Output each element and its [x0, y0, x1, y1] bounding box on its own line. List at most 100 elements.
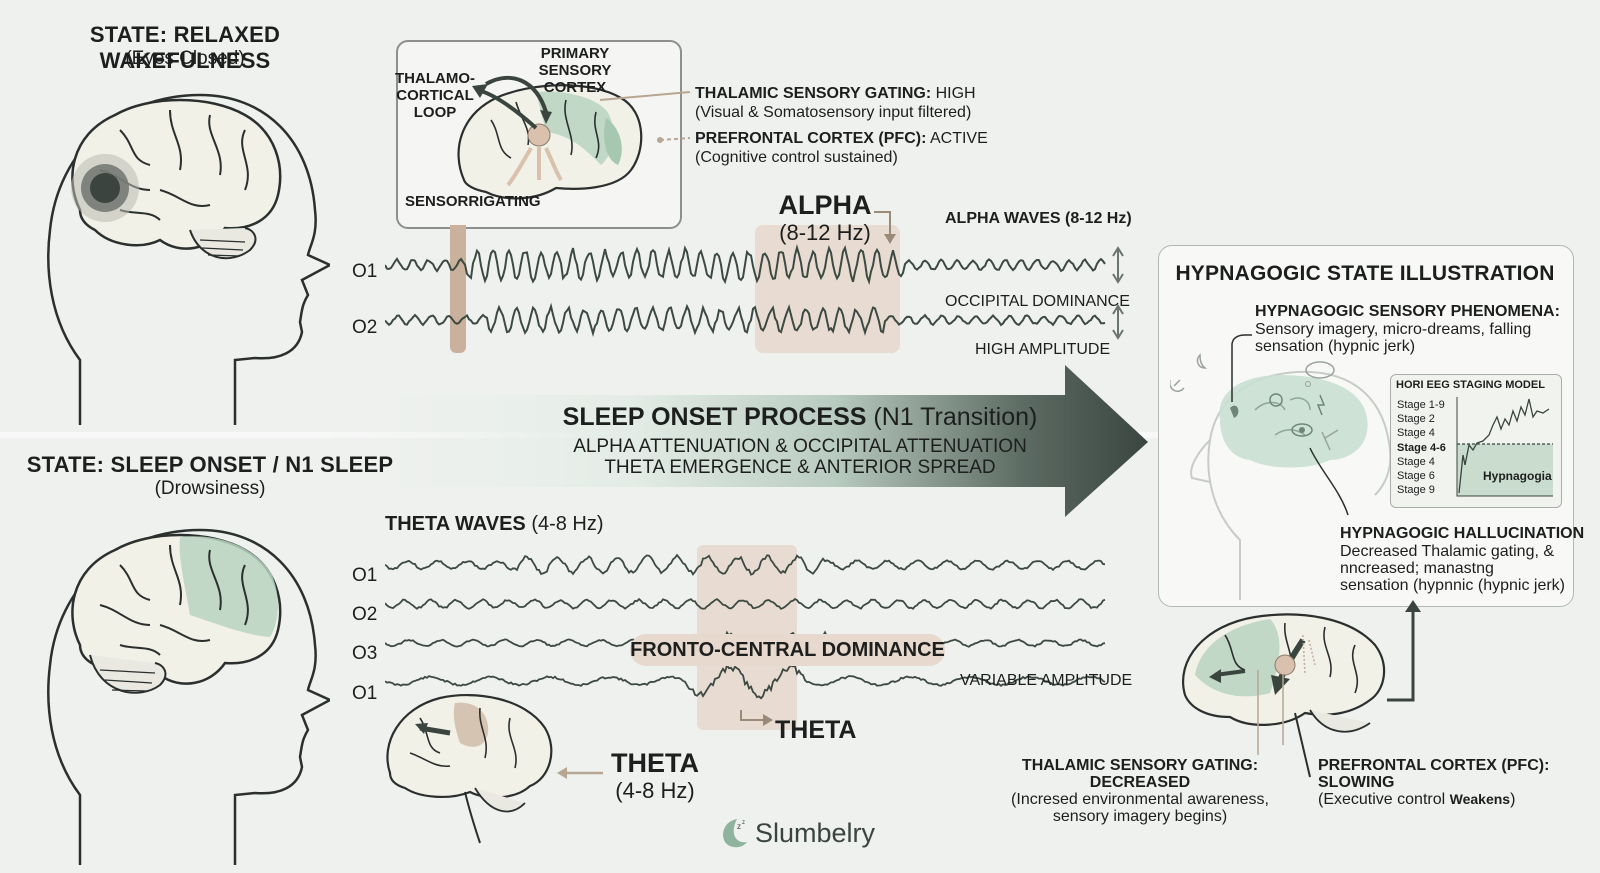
theta-waves-label: THETA WAVES [385, 513, 526, 535]
sensorrigating-label: SENSORRIGATING [405, 193, 541, 210]
hallucination-line1: Decreased Thalamic gating, & [1340, 543, 1555, 560]
alpha-wave-o2 [385, 302, 1106, 337]
brain-bottom-right [1182, 613, 1386, 778]
gating-decreased-label: THALAMIC SENSORY GATING: [1021, 757, 1259, 774]
hallucination-line3: sensation (hypnnic (hypnic jerk) [1340, 577, 1565, 594]
fronto-central-label: FRONTO-CENTRAL DOMINANCE [630, 639, 945, 661]
alpha-pointer-arrow [874, 211, 896, 244]
hori-stage-6: Stage 6 [1397, 470, 1435, 483]
hori-stage-5: Stage 4 [1397, 455, 1435, 468]
theta-title: THETA [611, 748, 699, 778]
theta-wave-4 [385, 663, 1106, 700]
gating-decreased-note1: (Incresed environmental awareness, [1011, 791, 1269, 808]
bottom-state-title: STATE: SLEEP ONSET / N1 SLEEP [26, 452, 394, 477]
theta-channel-1: O1 [352, 565, 378, 586]
brain-bottom-left [71, 533, 282, 694]
inset-brain-diagram [457, 75, 643, 200]
pfc-slowing-value: SLOWING [1318, 774, 1395, 791]
thalamo-line2: CORTICAL [396, 87, 474, 104]
theta-wave-2 [385, 597, 1106, 610]
hori-hypnagogia-label: Hypnagogia [1483, 469, 1552, 483]
theta-range: (4-8 Hz) [615, 778, 695, 803]
occipital-dominance-label: OCCIPITAL DOMINANCE [945, 293, 1130, 310]
alpha-waves-label: ALPHA WAVES (8-12 Hz) [945, 210, 1132, 227]
brain-bottom-small [386, 693, 553, 844]
theta-left-arrow [557, 767, 603, 779]
hallucination-title: HYPNAGOGIC HALLUCINATION [1340, 525, 1585, 542]
pfc-active-label: PREFRONTAL CORTEX (PFC): [695, 130, 927, 147]
pfc-slowing-block: PREFRONTAL CORTEX (PFC): SLOWING (Execut… [1318, 757, 1549, 808]
pfc-active-line: PREFRONTAL CORTEX (PFC): ACTIVE [695, 130, 988, 148]
bottom-state-subtitle: (Drowsiness) [154, 478, 266, 499]
alpha-range: (8-12 Hz) [779, 220, 871, 245]
moon-icon: z z [723, 819, 747, 848]
alpha-channel-o1: O1 [352, 261, 378, 282]
head-silhouette-bottom [47, 528, 330, 865]
pfc-slowing-label: PREFRONTAL CORTEX (PFC): [1318, 757, 1550, 774]
hori-staging-graph [1456, 397, 1553, 497]
phenomena-text: Sensory imagery, micro-dreams, falling s… [1255, 321, 1531, 355]
theta-channel-2: O2 [352, 604, 378, 625]
transition-line1: ALPHA ATTENUATION & OCCIPITAL ATTENUATIO… [573, 436, 1027, 457]
theta-waves-label-line: THETA WAVES (4-8 Hz) [385, 513, 604, 536]
thalamo-line1: THALAMO- [395, 70, 475, 87]
hallucination-line2: nncreased; manastng [1340, 560, 1494, 577]
hori-stage-4: Stage 4-6 [1397, 441, 1446, 454]
pfc-active-value: ACTIVE [929, 130, 988, 147]
phenomena-title: HYPNAGOGIC SENSORY PHENOMENA: [1255, 303, 1560, 320]
gating-decreased-value: DECREASED [1089, 774, 1191, 791]
alpha-wave-o1 [385, 244, 1106, 285]
top-state-subtitle: (Eyes Closed) [125, 48, 245, 69]
pfc-active-note: (Cognitive control sustained) [695, 149, 898, 166]
brand: z z Slumbelry [715, 815, 875, 851]
hori-stage-3: Stage 4 [1397, 427, 1435, 440]
hori-stages: Stage 1-9 Stage 2 Stage 4 Stage 4-6 Stag… [1397, 398, 1446, 497]
amplitude-arrows [1112, 246, 1124, 340]
inset-callout-lines [600, 91, 691, 143]
phenomena-line2: sensation (hypnic jerk) [1255, 338, 1416, 355]
pfc-slowing-note-line: (Executive control Weakens) [1318, 791, 1549, 808]
alpha-waveforms [385, 244, 1124, 340]
sleep-onset-arrow [320, 365, 1148, 517]
variable-amplitude-label: VARIABLE AMPLITUDE [960, 672, 1133, 689]
thalamo-line3: LOOP [413, 104, 457, 121]
gating-high-line: THALAMIC SENSORY GATING: HIGH [695, 85, 976, 103]
gating-decreased-note2: sensory imagery begins) [1052, 808, 1228, 825]
thalamo-loop-label: THALAMO- CORTICAL LOOP [395, 70, 475, 121]
pfc-slowing-note-end: ) [1510, 791, 1516, 808]
top-state-title: STATE: RELAXED WAKEFULNESS [89, 22, 281, 73]
phenomena-line1: Sensory imagery, micro-dreams, falling [1255, 321, 1532, 338]
theta-marker-label: THETA [775, 716, 857, 744]
svg-text:z: z [742, 820, 745, 826]
gating-high-note: (Visual & Somatosensory input filtered) [695, 104, 972, 121]
fronto-central-badge [630, 634, 945, 666]
primary-sensory-line2: CORTEX [543, 79, 607, 96]
hori-stage-7: Stage 9 [1397, 484, 1435, 497]
brand-name: Slumbelry [755, 817, 876, 848]
hypnagogic-up-arrow [1387, 600, 1421, 702]
high-amplitude-label: HIGH AMPLITUDE [975, 341, 1111, 358]
transition-line2: THETA EMERGENCE & ANTERIOR SPREAD [604, 457, 996, 478]
transition-title-line: SLEEP ONSET PROCESS (N1 Transition) [540, 403, 1060, 432]
primary-sensory-line1: PRIMARY SENSORY [538, 45, 612, 79]
theta-channel-4: O1 [352, 683, 378, 704]
gating-high-value: HIGH [935, 85, 976, 102]
pfc-slowing-note-bold: Weakens [1449, 791, 1511, 807]
theta-wave-1 [385, 553, 1106, 576]
theta-marker-arrow [740, 710, 773, 726]
pfc-slowing-note: (Executive control [1318, 791, 1446, 808]
gating-decreased-block: THALAMIC SENSORY GATING: DECREASED (Incr… [1010, 757, 1270, 825]
hori-title: HORI EEG STAGING MODEL [1396, 379, 1545, 391]
primary-sensory-label: PRIMARY SENSORY CORTEX [505, 45, 645, 96]
hori-stage-1: Stage 1-9 [1397, 399, 1445, 411]
alpha-channel-o2: O2 [352, 317, 378, 338]
hypnagogic-title: HYPNAGOGIC STATE ILLUSTRATION [1175, 262, 1555, 285]
hori-stage-2: Stage 2 [1397, 413, 1435, 426]
theta-channel-3: O3 [352, 643, 378, 664]
theta-waves-range: (4-8 Hz) [531, 513, 604, 535]
alpha-title: ALPHA [778, 190, 872, 220]
svg-text:z: z [737, 822, 741, 831]
transition-title: SLEEP ONSET PROCESS [562, 403, 867, 431]
gating-high-label: THALAMIC SENSORY GATING: [695, 85, 932, 102]
hallucination-text: Decreased Thalamic gating, & nncreased; … [1340, 543, 1565, 594]
